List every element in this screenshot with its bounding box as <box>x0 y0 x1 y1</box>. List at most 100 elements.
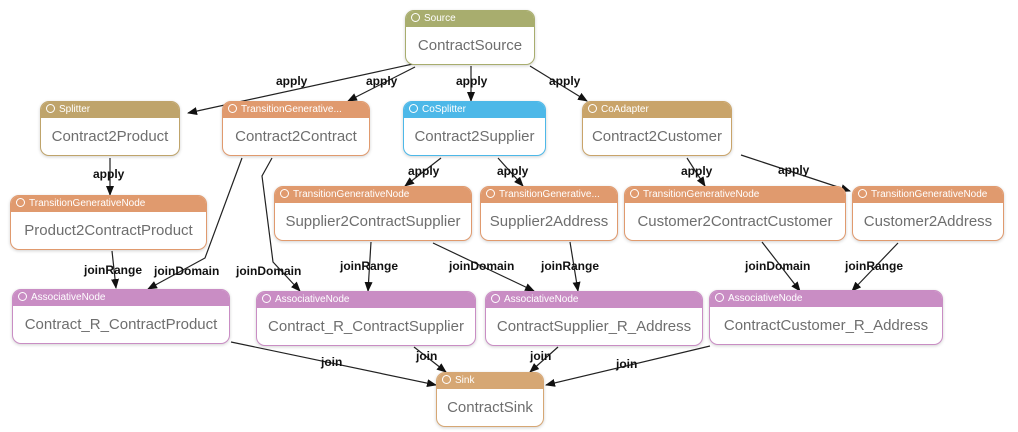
node-header: TransitionGenerativeNode <box>625 187 845 203</box>
node-label: Supplier2ContractSupplier <box>285 213 461 230</box>
edge-label: apply <box>276 74 308 88</box>
node-label: Contract_R_ContractProduct <box>24 316 218 333</box>
edge-label: joinDomain <box>745 259 811 273</box>
node-label: Contract2Supplier <box>414 128 535 145</box>
edge-apply-Contract2Customer-to-Customer2Address <box>740 154 851 192</box>
node-circle-icon <box>262 294 271 303</box>
node-type: TransitionGenerative... <box>499 189 600 200</box>
node-header: CoSplitter <box>404 102 545 118</box>
edge-joinDomain-Customer2ContractCustomer-to-ContractCustomer_R_Address <box>761 241 801 292</box>
edge-join-ContractSupplier_R_Address-to-ContractSink <box>529 346 559 373</box>
edge-label: apply <box>497 164 529 178</box>
node-header: AssociativeNode <box>486 292 702 308</box>
node-type: TransitionGenerative... <box>241 104 342 115</box>
node-header: TransitionGenerative... <box>481 187 617 203</box>
edge-join-ContractCustomer_R_Address-to-ContractSink <box>545 345 711 387</box>
node-circle-icon <box>630 189 639 198</box>
edge-label: apply <box>456 74 488 88</box>
edge-join-Contract_R_ContractSupplier-to-ContractSink <box>413 346 447 373</box>
edge-label: join <box>321 355 343 369</box>
edge-apply-Contract2Supplier-to-Supplier2Address <box>497 157 524 187</box>
node-type: TransitionGenerativeNode <box>871 189 988 200</box>
node-type: AssociativeNode <box>728 293 803 304</box>
node-header: TransitionGenerativeNode <box>11 196 206 212</box>
node-circle-icon <box>486 189 495 198</box>
node-type: Splitter <box>59 104 91 115</box>
edge-join-Contract_R_ContractProduct-to-ContractSink <box>230 341 437 388</box>
node-header: TransitionGenerativeNode <box>853 187 1003 203</box>
node-circle-icon <box>228 104 237 113</box>
node-circle-icon <box>442 375 451 384</box>
node-circle-icon <box>280 189 289 198</box>
edge-label: joinRange <box>845 259 904 273</box>
node-label: Contract_R_ContractSupplier <box>268 318 464 335</box>
node-circle-icon <box>491 294 500 303</box>
node-label: Contract2Customer <box>591 128 723 145</box>
edge-apply-Contract2Supplier-to-Supplier2ContractSupplier <box>404 157 442 187</box>
node-header: Splitter <box>41 102 179 118</box>
node-type: TransitionGenerativeNode <box>29 198 146 209</box>
edge-label: join <box>616 357 638 371</box>
node-Supplier2Address[interactable]: TransitionGenerative... Supplier2Address <box>480 186 618 241</box>
edge-apply-ContractSource-to-Contract2Contract <box>347 66 416 102</box>
node-type: CoAdapter <box>601 104 649 115</box>
node-header: CoAdapter <box>583 102 731 118</box>
node-header: AssociativeNode <box>710 291 942 307</box>
edge-label: joinDomain <box>154 264 220 278</box>
edge-joinRange-Supplier2Address-to-ContractSupplier_R_Address <box>569 241 581 292</box>
node-label: Contract2Product <box>51 128 169 145</box>
edge-label: apply <box>408 164 440 178</box>
edge-label: apply <box>549 74 581 88</box>
node-circle-icon <box>715 293 724 302</box>
node-circle-icon <box>16 198 25 207</box>
edge-joinDomain-Contract2Contract-to-Contract_R_ContractSupplier <box>261 157 301 292</box>
edge-label: joinRange <box>541 259 600 273</box>
edge-apply-ContractSource-to-Contract2Customer <box>529 65 588 102</box>
edge-label: joinDomain <box>449 259 515 273</box>
edge-label: apply <box>93 167 125 181</box>
edge-label: joinDomain <box>236 264 302 278</box>
node-type: CoSplitter <box>422 104 466 115</box>
edge-label: joinRange <box>340 259 399 273</box>
node-circle-icon <box>409 104 418 113</box>
node-label: ContractSink <box>447 399 533 416</box>
node-header: Sink <box>437 373 543 389</box>
node-type: TransitionGenerativeNode <box>293 189 410 200</box>
node-circle-icon <box>18 292 27 301</box>
edge-joinRange-Supplier2ContractSupplier-to-Contract_R_ContractSupplier <box>364 241 373 292</box>
edge-joinDomain-Contract2Contract-to-Contract_R_ContractProduct <box>147 157 243 290</box>
node-header: TransitionGenerativeNode <box>275 187 471 203</box>
edge-joinDomain-Supplier2ContractSupplier-to-ContractSupplier_R_Address <box>432 242 535 292</box>
edge-joinRange-Customer2Address-to-ContractCustomer_R_Address <box>851 242 899 292</box>
node-type: Source <box>424 13 456 24</box>
node-header: AssociativeNode <box>13 290 229 306</box>
edge-label: apply <box>366 74 398 88</box>
node-header: AssociativeNode <box>257 292 475 308</box>
node-type: TransitionGenerativeNode <box>643 189 760 200</box>
node-label: Supplier2Address <box>489 213 609 230</box>
edge-joinRange-Product2ContractProduct-to-Contract_R_ContractProduct <box>111 250 120 289</box>
node-circle-icon <box>858 189 867 198</box>
node-circle-icon <box>46 104 55 113</box>
node-type: AssociativeNode <box>504 294 579 305</box>
node-header: TransitionGenerative... <box>223 102 369 118</box>
node-label: ContractSupplier_R_Address <box>496 318 692 335</box>
node-Contract2Contract[interactable]: TransitionGenerative...Contract2Contract <box>222 101 370 156</box>
node-label: Customer2Address <box>863 213 993 230</box>
edge-label: joinRange <box>84 263 143 277</box>
node-type: AssociativeNode <box>31 292 106 303</box>
